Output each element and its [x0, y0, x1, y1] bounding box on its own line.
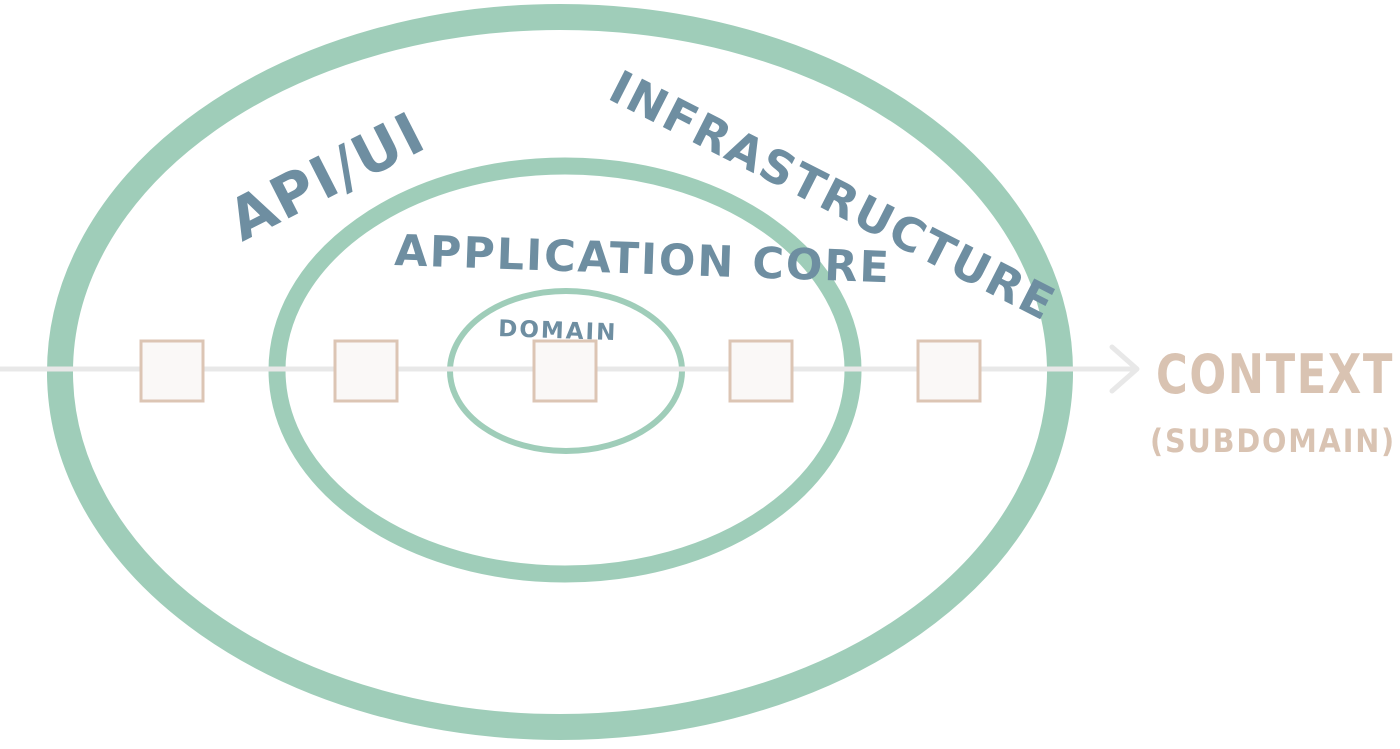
domain-label: DOMAIN: [498, 316, 618, 346]
context-square-infrastructure-left: [139, 339, 205, 403]
context-label: CONTEXT: [1156, 343, 1394, 406]
application-core-label: APPLICATION CORE: [394, 226, 892, 293]
context-square-application-left: [333, 339, 399, 403]
context-square-domain: [532, 339, 598, 403]
subdomain-label: (SUBDOMAIN): [1150, 422, 1396, 460]
context-axis-arrowhead: [1109, 344, 1140, 394]
context-square-infrastructure-right: [916, 339, 982, 403]
context-square-application-right: [728, 339, 794, 403]
outer-ring: [47, 4, 1073, 740]
